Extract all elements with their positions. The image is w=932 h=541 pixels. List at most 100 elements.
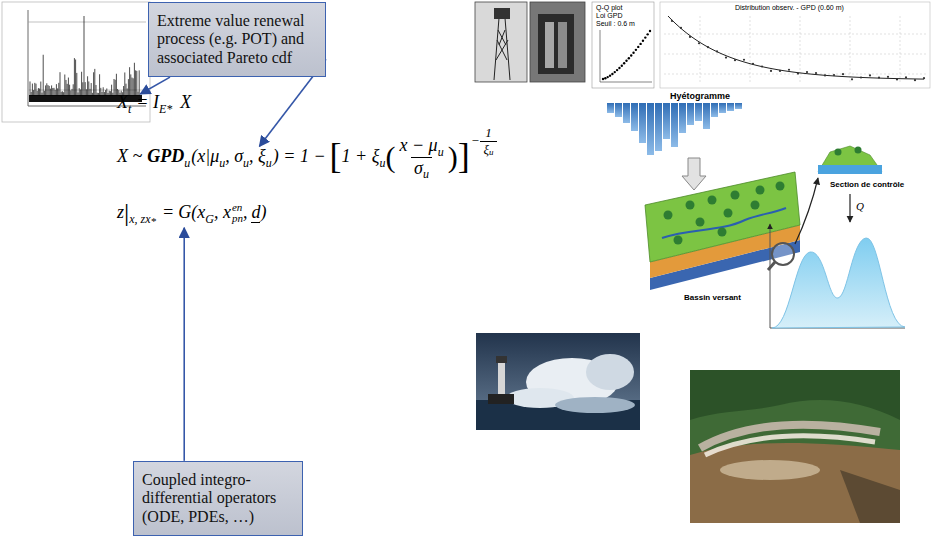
spike-series xyxy=(134,63,135,96)
qq-points xyxy=(607,76,609,78)
zoom-arrow xyxy=(795,178,818,244)
formula-symbol: ( xyxy=(385,142,395,172)
magnifier xyxy=(768,243,794,270)
figure-label: Bassin versant xyxy=(684,293,741,302)
qq-plot xyxy=(600,30,601,82)
observed-points xyxy=(707,46,709,48)
formula-symbol: E* xyxy=(159,102,172,116)
spike-series xyxy=(74,58,75,96)
observed-points xyxy=(743,59,745,61)
hyetogram-bars xyxy=(607,103,614,113)
spike-series xyxy=(104,92,105,96)
observed-points xyxy=(797,72,799,74)
spike-series xyxy=(36,84,37,96)
formula-symbol: u xyxy=(438,145,444,159)
spike-series xyxy=(55,90,56,96)
spike-series xyxy=(91,83,92,96)
qq-points xyxy=(623,62,625,64)
spike-series xyxy=(90,89,91,96)
observed-points xyxy=(896,78,898,80)
figure-label: Hyétogramme xyxy=(670,91,730,101)
time-series-plot xyxy=(28,10,29,106)
qq-points xyxy=(611,73,613,75)
formula-symbol: ] xyxy=(458,138,470,174)
spike-series xyxy=(29,16,142,102)
qq-points xyxy=(609,74,611,76)
spike-series xyxy=(61,92,62,96)
watershed xyxy=(724,209,733,218)
spike-series xyxy=(43,55,44,96)
hyetogram-bars xyxy=(687,103,694,125)
watershed xyxy=(645,172,800,290)
formula-symbol: u xyxy=(219,156,225,170)
formula-symbol: − xyxy=(471,133,480,149)
spike-series xyxy=(37,91,38,96)
observed-points xyxy=(716,50,718,52)
observed-points xyxy=(833,74,835,76)
hyetogram-bars xyxy=(639,103,646,143)
spike-series xyxy=(40,82,41,96)
numerator: 1 xyxy=(482,125,495,141)
fraction: 1ξu xyxy=(480,125,496,157)
figure-label: Distribution observ. - GPD (0.60 m) xyxy=(735,4,844,11)
observed-points xyxy=(734,59,736,61)
spike-series xyxy=(63,92,64,96)
observed-points xyxy=(680,27,682,29)
formula-symbol: u xyxy=(184,156,190,170)
spike-series xyxy=(112,93,113,96)
spike-series xyxy=(56,84,57,96)
dam-photo xyxy=(840,470,900,523)
formula-line: Xt= IE*X xyxy=(117,92,191,114)
formula-symbol: (x|μ xyxy=(191,146,219,168)
callout-text: Extreme value renewal process (e.g. POT)… xyxy=(157,12,317,67)
watershed xyxy=(686,201,695,210)
hyetogram-bars xyxy=(695,103,702,121)
flow-arrow xyxy=(682,158,706,190)
spike-series xyxy=(49,86,50,96)
spike-series xyxy=(72,89,73,96)
hyetogram-bars xyxy=(623,103,630,123)
control-section xyxy=(855,147,862,154)
spike-series xyxy=(114,79,115,96)
formula-symbol: u xyxy=(489,147,494,158)
formula-symbol: u xyxy=(266,156,272,170)
figure-label: Q xyxy=(856,200,864,212)
spike-series xyxy=(100,88,101,96)
formula-symbol: , xyxy=(243,202,248,224)
qq-points xyxy=(616,69,618,71)
spike-series xyxy=(54,88,55,96)
figure-label: Seuil : 0.6 m xyxy=(596,20,635,27)
spike-series xyxy=(78,92,79,96)
formula-symbol: = I xyxy=(136,92,159,114)
watershed xyxy=(718,228,727,237)
spike-series xyxy=(64,74,65,96)
spike-series xyxy=(128,79,129,96)
spike-series xyxy=(103,87,104,96)
numerator: x − μu xyxy=(396,135,446,157)
formula-symbol: [ xyxy=(330,138,342,174)
hyetogram-bars xyxy=(655,103,662,151)
dam-photo xyxy=(690,370,900,523)
qq-points xyxy=(628,57,630,59)
archive-photo xyxy=(558,22,567,68)
watershed xyxy=(662,208,786,238)
qq-points xyxy=(642,40,644,42)
dam-photo xyxy=(705,436,875,455)
watershed xyxy=(756,186,765,195)
spike-series xyxy=(92,93,93,96)
formula-symbol: ) xyxy=(260,202,266,224)
figure-label: Q-Q plot xyxy=(596,4,622,11)
callout-box: Extreme value renewal process (e.g. POT)… xyxy=(148,2,326,77)
hyetogram-bars xyxy=(711,103,718,117)
hyetogram-bars xyxy=(679,103,686,133)
spike-series xyxy=(132,78,133,96)
spike-series xyxy=(102,92,103,96)
denominator: ξu xyxy=(480,141,496,158)
spike-series xyxy=(108,93,109,96)
control-section xyxy=(818,146,882,174)
leader-arrow xyxy=(140,77,170,94)
archive-photo xyxy=(545,22,554,68)
spike-series xyxy=(109,91,110,96)
formula-symbol: ) = 1 − xyxy=(273,146,326,168)
observed-points xyxy=(878,76,880,78)
